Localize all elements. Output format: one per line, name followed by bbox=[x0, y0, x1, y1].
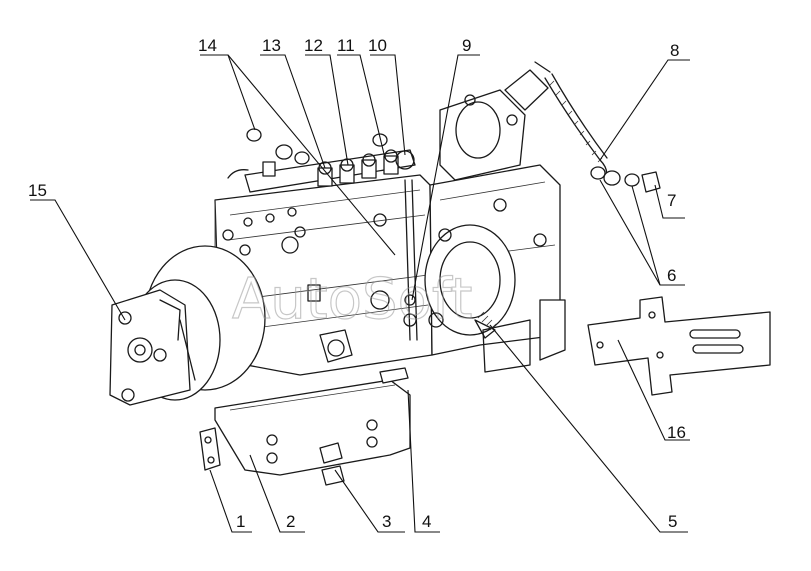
callout-5: 5 bbox=[668, 512, 677, 531]
callout-11: 11 bbox=[337, 36, 355, 55]
watermark-text: AutoSoft bbox=[232, 267, 473, 332]
leader-lines bbox=[30, 54, 690, 533]
bracket-bolts bbox=[319, 442, 345, 486]
callout-7: 7 bbox=[667, 191, 676, 210]
fuel-pipe-hose bbox=[544, 73, 608, 181]
callout-10: 10 bbox=[368, 36, 387, 55]
mounting-bracket bbox=[214, 367, 411, 476]
callout-8: 8 bbox=[670, 41, 679, 60]
callout-9: 9 bbox=[462, 36, 471, 55]
callout-2: 2 bbox=[286, 512, 295, 531]
callout-15: 15 bbox=[28, 181, 47, 200]
callout-12: 12 bbox=[304, 36, 323, 55]
banjo-fittings bbox=[590, 166, 661, 193]
callout-1: 1 bbox=[236, 512, 245, 531]
callout-13: 13 bbox=[262, 36, 281, 55]
delivery-valve-holders bbox=[227, 149, 416, 193]
timer-drive-unit bbox=[109, 245, 266, 406]
governor-housing bbox=[424, 164, 566, 373]
governor-bracket-plate bbox=[587, 296, 771, 396]
small-plate bbox=[199, 427, 221, 471]
control-rod bbox=[404, 179, 418, 341]
feed-pump-assembly bbox=[439, 61, 551, 181]
callout-3: 3 bbox=[382, 512, 391, 531]
callout-16: 16 bbox=[667, 423, 686, 442]
callout-6: 6 bbox=[667, 266, 676, 285]
callout-labels: 1 2 3 4 5 6 7 8 9 10 11 12 13 14 15 16 bbox=[28, 36, 686, 531]
return-spring bbox=[477, 311, 497, 331]
cap-nuts bbox=[246, 128, 388, 165]
callout-14: 14 bbox=[198, 36, 217, 55]
callout-4: 4 bbox=[422, 512, 431, 531]
